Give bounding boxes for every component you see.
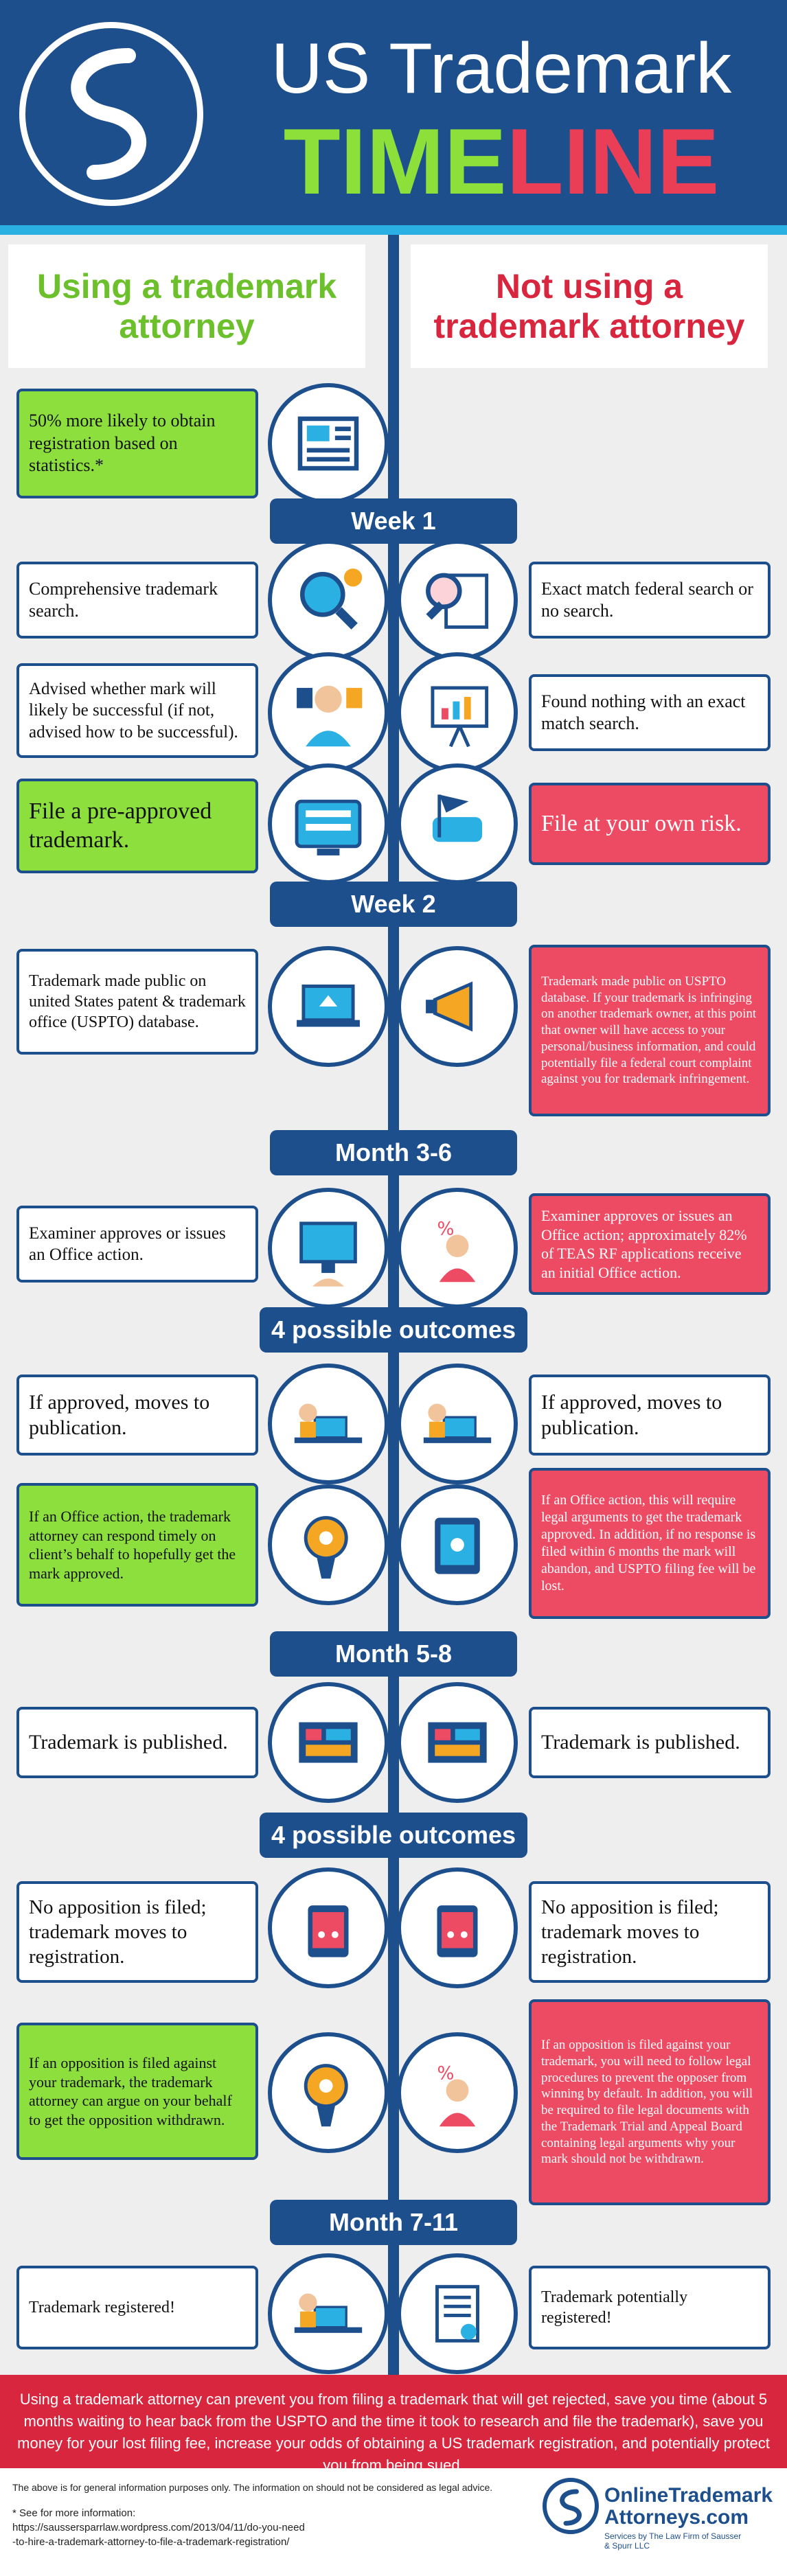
row-no-attorney-no-opposition: No apposition is filed; trademark moves … — [529, 1881, 771, 1983]
source-link-line-2[interactable]: -to-hire-a-trademark-attorney-to-file-a-… — [12, 2536, 290, 2548]
source-note: * See for more information: https://saus… — [12, 2506, 305, 2549]
column-header-no-attorney: Not using a trademark attorney — [411, 244, 768, 368]
tablet-hand-icon — [397, 1484, 518, 1605]
footer-brand-line-1: OnlineTrademark — [604, 2484, 773, 2507]
contract-icon — [397, 2253, 518, 2374]
summary-banner: Using a trademark attorney can prevent y… — [0, 2375, 787, 2474]
brain-gears-icon — [268, 1484, 389, 1605]
title-time: TIME — [283, 109, 507, 214]
online-form-icon — [268, 763, 389, 884]
magnifier-document-icon — [397, 540, 518, 660]
newspaper-icon — [268, 383, 389, 504]
row-attorney-examiner: Examiner approves or issues an Office ac… — [16, 1206, 258, 1283]
row-attorney-registered: Trademark registered! — [16, 2266, 258, 2349]
footer: The above is for general information pur… — [0, 2468, 787, 2576]
start-flag-icon — [397, 763, 518, 884]
svg-text:%: % — [437, 1219, 454, 1239]
section-month-5-8: Month 5-8 — [270, 1631, 517, 1677]
desk-laptop-icon — [397, 1364, 518, 1484]
section-week-2: Week 2 — [270, 882, 517, 927]
row-no-attorney-opposition: If an opposition is filed against your t… — [529, 1999, 771, 2205]
row-attorney-file: File a pre-approved trademark. — [16, 779, 258, 873]
media-screen-icon — [397, 1682, 518, 1803]
header-stripe — [0, 225, 787, 235]
percent-person-icon: % — [397, 1188, 518, 1309]
title-line: LINE — [506, 109, 720, 214]
section-possible-outcomes-1: 4 possible outcomes — [260, 1307, 527, 1353]
title-line-1: US Trademark — [271, 29, 732, 108]
row-no-attorney-office-action: If an Office action, this will require l… — [529, 1468, 771, 1619]
column-header-attorney: Using a trademark attorney — [8, 244, 365, 368]
row-no-attorney-published: Trademark is published. — [529, 1707, 771, 1778]
shopping-cart-icon — [397, 1867, 518, 1988]
stat-box: 50% more likely to obtain registration b… — [16, 389, 258, 498]
footer-brand: OnlineTrademark Attorneys.com — [604, 2485, 773, 2529]
row-no-attorney-public: Trademark made public on USPTO database.… — [529, 945, 771, 1116]
source-link-line-1[interactable]: https://saussersparrlaw.wordpress.com/20… — [12, 2522, 305, 2533]
media-screen-icon — [268, 1682, 389, 1803]
row-attorney-public: Trademark made public on united States p… — [16, 949, 258, 1055]
title-line-2: TIMELINE — [227, 110, 776, 213]
computer-user-icon — [268, 1188, 389, 1309]
footer-brand-line-2: Attorneys.com — [604, 2506, 749, 2529]
row-no-attorney-nothing-found: Found nothing with an exact match search… — [529, 674, 771, 751]
footer-logo — [543, 2478, 599, 2534]
presentation-icon — [397, 652, 518, 773]
row-attorney-search: Comprehensive trademark search. — [16, 562, 258, 639]
see-more-label: * See for more information: — [12, 2507, 136, 2519]
brand-logo — [19, 22, 203, 206]
row-no-attorney-registered: Trademark potentially registered! — [529, 2266, 771, 2349]
timeline-spine — [388, 235, 399, 2375]
header: US Trademark TIMELINE — [0, 0, 787, 225]
section-month-3-6: Month 3-6 — [270, 1130, 517, 1175]
section-week-1: Week 1 — [270, 498, 517, 544]
row-no-attorney-file: File at your own risk. — [529, 783, 771, 865]
section-possible-outcomes-2: 4 possible outcomes — [260, 1813, 527, 1858]
brain-gears-icon — [268, 2032, 389, 2153]
desk-laptop-icon — [268, 2253, 389, 2374]
percent-person-icon: % — [397, 2032, 518, 2153]
megaphone-icon — [397, 946, 518, 1067]
row-attorney-approved: If approved, moves to publication. — [16, 1375, 258, 1456]
row-no-attorney-examiner: Examiner approves or issues an Office ac… — [529, 1193, 771, 1295]
row-no-attorney-approved: If approved, moves to publication. — [529, 1375, 771, 1456]
row-attorney-no-opposition: No apposition is filed; trademark moves … — [16, 1881, 258, 1983]
footer-tagline: Services by The Law Firm of Sausser & Sp… — [604, 2531, 742, 2551]
row-attorney-advice: Advised whether mark will likely be succ… — [16, 663, 258, 758]
row-attorney-published: Trademark is published. — [16, 1707, 258, 1778]
disclaimer: The above is for general information pur… — [12, 2482, 493, 2493]
consultant-icon — [268, 652, 389, 773]
section-month-7-11: Month 7-11 — [270, 2200, 517, 2245]
laptop-upload-icon — [268, 946, 389, 1067]
row-no-attorney-search: Exact match federal search or no search. — [529, 562, 771, 639]
row-attorney-opposition: If an opposition is filed against your t… — [16, 2023, 258, 2160]
search-gears-icon — [268, 540, 389, 660]
row-attorney-office-action: If an Office action, the trademark attor… — [16, 1483, 258, 1607]
desk-laptop-icon — [268, 1364, 389, 1484]
shopping-cart-icon — [268, 1867, 389, 1988]
svg-text:%: % — [437, 2063, 454, 2084]
